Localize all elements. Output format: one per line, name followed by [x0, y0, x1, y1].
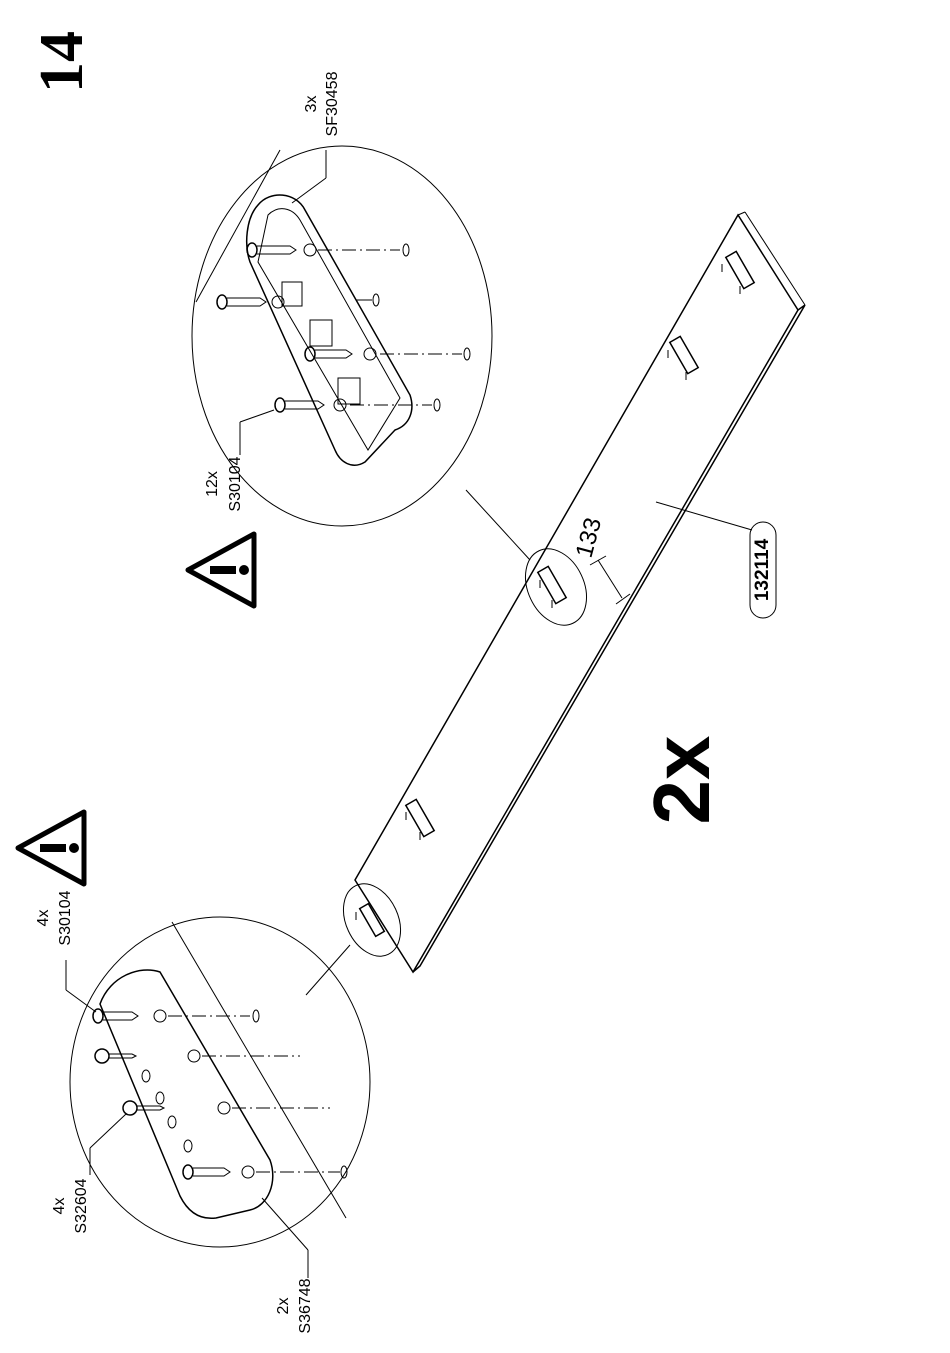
svg-text:12x: 12x [204, 471, 221, 497]
screw [247, 243, 296, 257]
plate-b-code: S36748 [297, 1278, 314, 1333]
svg-text:2x: 2x [637, 736, 726, 825]
dimension-marker [590, 556, 630, 604]
connector-line-top [466, 490, 530, 560]
screw-code: S30104 [227, 456, 244, 511]
svg-text:4x: 4x [51, 1198, 68, 1215]
svg-text:S32604: S32604 [73, 1178, 90, 1233]
svg-text:SF30458: SF30458 [324, 71, 341, 136]
board-fitting [406, 799, 434, 840]
detail-bottom [70, 917, 370, 1247]
step-number: 14 [28, 31, 96, 93]
warning-icon [18, 812, 84, 884]
svg-text:4x: 4x [35, 910, 52, 927]
screw [95, 1049, 136, 1063]
svg-text:133: 133 [571, 515, 607, 561]
screw [93, 1009, 138, 1023]
plate-qty: 3x [303, 96, 320, 113]
mounting-plate [100, 970, 273, 1218]
warning-icon [188, 534, 254, 606]
board-fitting [722, 251, 754, 294]
svg-text:S30104: S30104 [57, 890, 74, 945]
screw-b-qty: 4x [51, 1198, 68, 1215]
plate-b-qty: 2x [275, 1298, 292, 1315]
svg-text:S30104: S30104 [227, 456, 244, 511]
part-number: 132114 [752, 538, 773, 601]
svg-text:132114: 132114 [752, 538, 773, 601]
leader-line [292, 178, 326, 203]
board-fitting [538, 566, 566, 608]
screw-qty: 12x [204, 471, 221, 497]
svg-text:2x: 2x [275, 1298, 292, 1315]
screw-b-code: S32604 [73, 1178, 90, 1233]
part-leader-line [656, 502, 752, 530]
screw [183, 1165, 230, 1179]
quantity-label: 2x [637, 736, 726, 825]
dimension-label: 133 [571, 515, 607, 561]
leader-line [262, 1198, 308, 1250]
leader-line [90, 1114, 126, 1148]
board-fitting [668, 336, 698, 380]
screw [217, 295, 266, 309]
plate-code: SF30458 [324, 71, 341, 136]
leader-line [66, 990, 96, 1012]
svg-text:3x: 3x [303, 96, 320, 113]
board [355, 212, 805, 972]
mounting-plate [247, 195, 412, 465]
svg-text:14: 14 [28, 31, 96, 93]
leader-line [240, 410, 274, 422]
svg-text:S36748: S36748 [297, 1278, 314, 1333]
screw-a-qty: 4x [35, 910, 52, 927]
screw-a-code: S30104 [57, 890, 74, 945]
